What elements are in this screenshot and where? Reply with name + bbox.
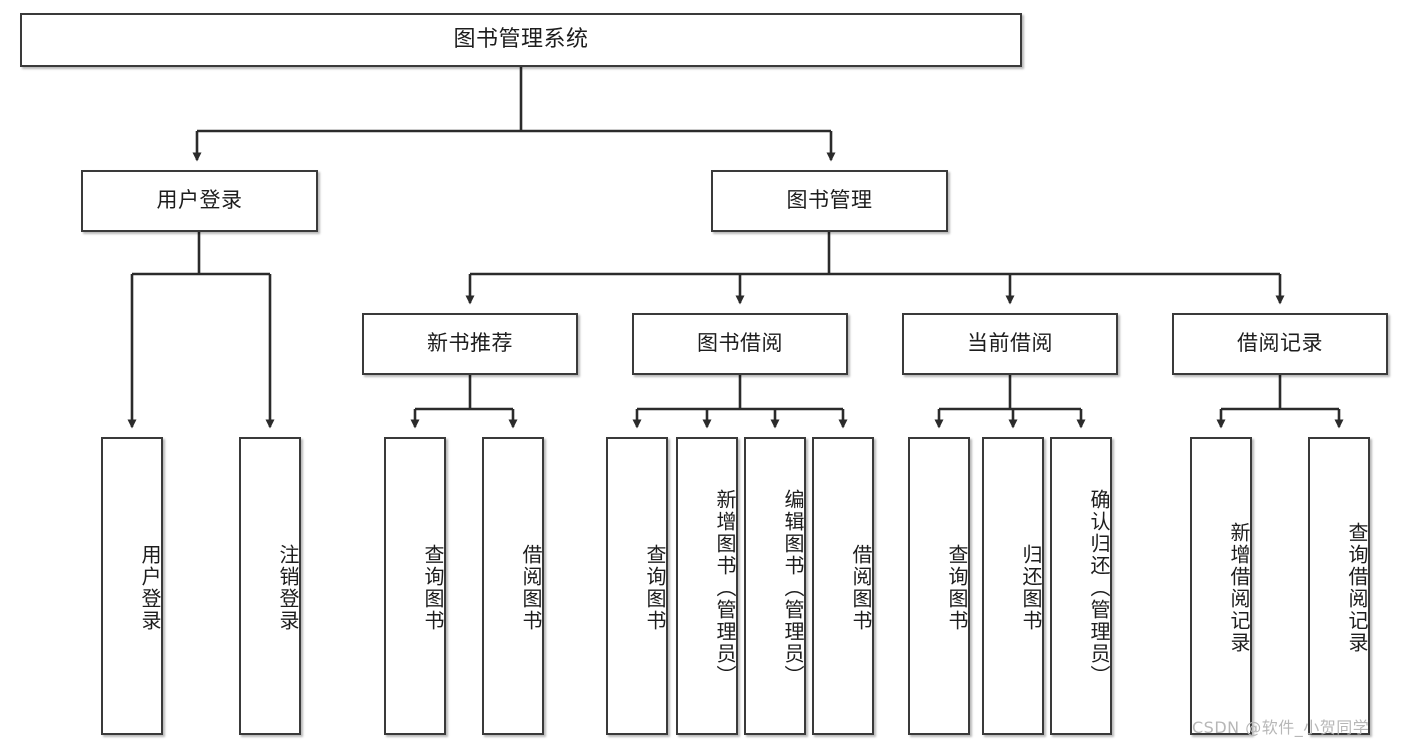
node-root[interactable]: 图书管理系统 <box>20 13 1022 67</box>
node-user-login[interactable]: 用户登录 <box>81 170 318 232</box>
node-leaf-query-record-label: 查询借阅记录 <box>1345 522 1369 654</box>
node-leaf-confirm-return-admin[interactable]: 确认归还（管理员） <box>1050 437 1112 735</box>
node-borrow-records[interactable]: 借阅记录 <box>1172 313 1388 375</box>
node-new-book-rec[interactable]: 新书推荐 <box>362 313 578 375</box>
node-leaf-edit-book-admin-label: 编辑图书（管理员） <box>781 489 805 687</box>
node-leaf-user-login-label: 用户登录 <box>138 544 162 632</box>
node-book-manage[interactable]: 图书管理 <box>711 170 948 232</box>
node-user-login-label: 用户登录 <box>156 188 243 213</box>
node-leaf-borrow-books[interactable]: 借阅图书 <box>812 437 874 735</box>
node-leaf-search-books-current[interactable]: 查询图书 <box>908 437 970 735</box>
node-leaf-add-record-label: 新增借阅记录 <box>1227 522 1251 654</box>
node-leaf-borrow-books-rec[interactable]: 借阅图书 <box>482 437 544 735</box>
node-leaf-edit-book-admin[interactable]: 编辑图书（管理员） <box>744 437 806 735</box>
node-leaf-search-books-borrow-label: 查询图书 <box>643 544 667 632</box>
node-leaf-logout[interactable]: 注销登录 <box>239 437 301 735</box>
node-book-borrow-label: 图书借阅 <box>697 331 783 356</box>
node-leaf-confirm-return-admin-label: 确认归还（管理员） <box>1087 489 1111 687</box>
node-leaf-return-books-label: 归还图书 <box>1019 544 1043 632</box>
node-leaf-add-book-admin-label: 新增图书（管理员） <box>713 489 737 687</box>
node-current-borrow-label: 当前借阅 <box>967 331 1053 356</box>
node-leaf-borrow-books-label: 借阅图书 <box>849 544 873 632</box>
node-leaf-add-book-admin[interactable]: 新增图书（管理员） <box>676 437 738 735</box>
node-leaf-query-record[interactable]: 查询借阅记录 <box>1308 437 1370 735</box>
node-new-book-rec-label: 新书推荐 <box>427 331 513 356</box>
node-leaf-user-login[interactable]: 用户登录 <box>101 437 163 735</box>
node-book-borrow[interactable]: 图书借阅 <box>632 313 848 375</box>
node-leaf-add-record[interactable]: 新增借阅记录 <box>1190 437 1252 735</box>
node-book-manage-label: 图书管理 <box>786 188 873 213</box>
node-leaf-borrow-books-rec-label: 借阅图书 <box>519 544 543 632</box>
watermark: CSDN @软件_小贺同学 <box>1192 718 1370 737</box>
node-leaf-return-books[interactable]: 归还图书 <box>982 437 1044 735</box>
node-leaf-search-books-current-label: 查询图书 <box>945 544 969 632</box>
node-leaf-logout-label: 注销登录 <box>276 544 300 632</box>
node-leaf-search-books-rec-label: 查询图书 <box>421 544 445 632</box>
node-current-borrow[interactable]: 当前借阅 <box>902 313 1118 375</box>
node-leaf-search-books-rec[interactable]: 查询图书 <box>384 437 446 735</box>
node-leaf-search-books-borrow[interactable]: 查询图书 <box>606 437 668 735</box>
node-borrow-records-label: 借阅记录 <box>1237 331 1323 356</box>
node-root-label: 图书管理系统 <box>453 26 589 52</box>
